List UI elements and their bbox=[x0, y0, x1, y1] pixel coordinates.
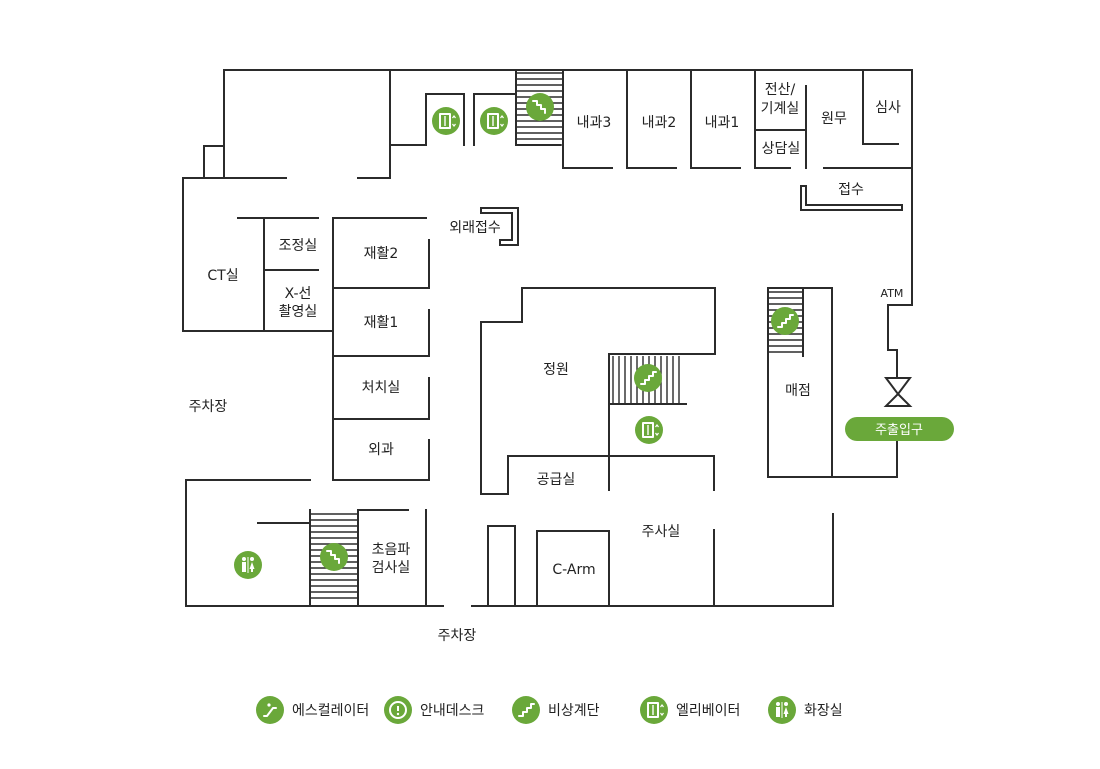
restroom-icon bbox=[767, 695, 797, 725]
room-consult[interactable]: 상담실 bbox=[762, 141, 801, 157]
elevator-icon[interactable] bbox=[479, 106, 509, 136]
escalator-icon bbox=[255, 695, 285, 725]
elevator-icon[interactable] bbox=[634, 415, 664, 445]
main-entrance[interactable]: 주출입구 bbox=[845, 377, 954, 441]
room-outpatient-reception[interactable]: 외래접수 bbox=[449, 220, 501, 236]
legend-item-elevator[interactable]: 엘리베이터 bbox=[639, 695, 740, 725]
parking-bottom[interactable]: 주차장 bbox=[438, 628, 477, 644]
room-electric-line1[interactable]: 전산/ bbox=[765, 82, 796, 98]
room-ultrasound-line2[interactable]: 검사실 bbox=[372, 560, 411, 576]
room-c-arm[interactable]: C-Arm bbox=[552, 562, 595, 578]
room-reception[interactable]: 접수 bbox=[838, 182, 864, 198]
room-treatment[interactable]: 처치실 bbox=[362, 380, 401, 396]
elevator-icon bbox=[639, 695, 669, 725]
room-ultrasound-line1[interactable]: 초음파 bbox=[372, 542, 411, 558]
room-rehab2[interactable]: 재활2 bbox=[364, 246, 399, 262]
revolving-door-icon bbox=[883, 377, 913, 407]
stairs-garden bbox=[612, 356, 680, 403]
room-surgery[interactable]: 외과 bbox=[368, 442, 394, 458]
info-desk-icon bbox=[383, 695, 413, 725]
legend-label: 안내데스크 bbox=[420, 703, 485, 719]
stair-outline bbox=[515, 69, 564, 146]
legend-item-info-desk[interactable]: 안내데스크 bbox=[383, 695, 485, 725]
restroom-icon[interactable] bbox=[233, 550, 263, 580]
legend-item-restroom[interactable]: 화장실 bbox=[767, 695, 843, 725]
emergency-stairs-icon bbox=[511, 695, 541, 725]
stairs-store bbox=[767, 287, 804, 357]
escalator-icon[interactable] bbox=[525, 92, 555, 122]
legend-label: 엘리베이터 bbox=[676, 703, 740, 719]
room-garden[interactable]: 정원 bbox=[543, 362, 569, 378]
room-injection[interactable]: 주사실 bbox=[642, 524, 681, 540]
room-ct[interactable]: CT실 bbox=[207, 268, 238, 284]
room-internal1[interactable]: 내과1 bbox=[705, 115, 740, 131]
emergency-stairs-icon[interactable] bbox=[770, 306, 800, 336]
parking-left[interactable]: 주차장 bbox=[189, 399, 228, 415]
escalator-icon[interactable] bbox=[319, 542, 349, 572]
stair-outline bbox=[309, 509, 359, 607]
room-internal3[interactable]: 내과3 bbox=[577, 115, 612, 131]
room-electric-line2[interactable]: 기계실 bbox=[761, 101, 800, 117]
room-labels: 내과3 내과2 내과1 전산/ 기계실 상담실 원무 심사 접수 CT실 조정실… bbox=[189, 82, 904, 644]
main-entrance-label[interactable]: 주출입구 bbox=[875, 423, 923, 438]
room-control[interactable]: 조정실 bbox=[279, 238, 318, 254]
room-supply[interactable]: 공급실 bbox=[537, 472, 576, 488]
room-xray-line2[interactable]: 촬영실 bbox=[279, 304, 318, 320]
room-xray-line1[interactable]: X-선 bbox=[285, 286, 312, 302]
legend-label: 에스컬레이터 bbox=[292, 703, 369, 719]
legend: 에스컬레이터 안내데스크 비상계단 엘리베이터 화장실 bbox=[255, 695, 843, 725]
room-rehab1[interactable]: 재활1 bbox=[364, 315, 399, 331]
stair-outline bbox=[767, 287, 804, 357]
room-director[interactable]: 원무 bbox=[821, 111, 847, 127]
legend-label: 비상계단 bbox=[548, 703, 600, 719]
elevator-icon[interactable] bbox=[431, 106, 461, 136]
legend-label: 화장실 bbox=[804, 703, 843, 719]
room-internal2[interactable]: 내과2 bbox=[642, 115, 677, 131]
legend-item-escalator[interactable]: 에스컬레이터 bbox=[255, 695, 369, 725]
legend-item-emergency-stairs[interactable]: 비상계단 bbox=[511, 695, 600, 725]
room-review[interactable]: 심사 bbox=[875, 100, 901, 116]
main-entrance-badge[interactable] bbox=[845, 417, 954, 441]
room-store[interactable]: 매점 bbox=[785, 383, 811, 399]
emergency-stairs-icon[interactable] bbox=[633, 363, 663, 393]
room-atm[interactable]: ATM bbox=[881, 287, 904, 300]
